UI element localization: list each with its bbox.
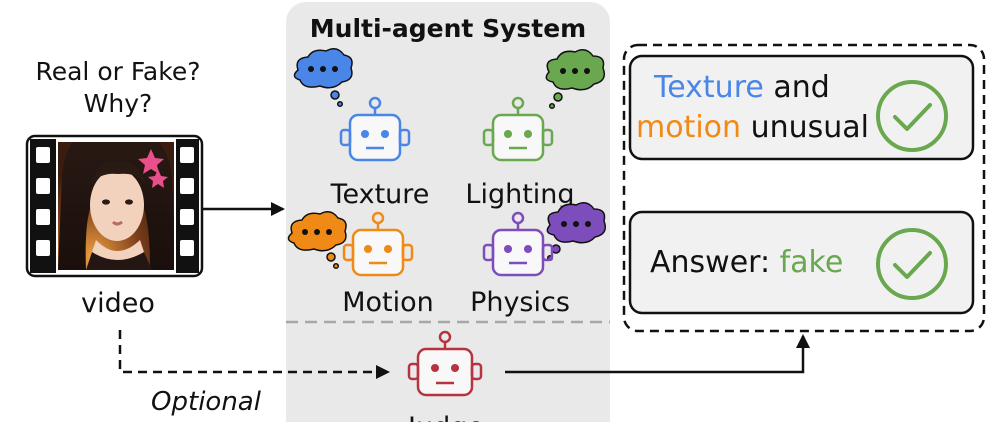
agent-lighting: Lighting <box>465 49 606 210</box>
question-line-1: Real or Fake? <box>35 57 200 86</box>
robot-icon <box>482 211 554 277</box>
agent-label-lighting: Lighting <box>465 179 574 210</box>
optional-path: Optional <box>118 330 390 417</box>
judge-to-results-arrow <box>505 334 810 374</box>
speech-dots <box>561 221 591 227</box>
question-line-2: Why? <box>84 89 153 118</box>
film-right-strip <box>176 139 199 273</box>
panel-background <box>286 2 610 422</box>
check-icon <box>876 80 948 152</box>
multi-agent-panel: Multi-agent System <box>286 2 610 422</box>
explanation-word-unusual: unusual <box>741 110 869 145</box>
speech-dots <box>302 229 332 235</box>
answer-text: Answer: fake <box>650 245 843 280</box>
agent-label-motion: Motion <box>342 287 434 318</box>
video-photo <box>58 142 174 270</box>
check-icon <box>876 228 948 300</box>
robot-icon <box>342 211 414 277</box>
explanation-line-1: Texture and <box>653 70 830 105</box>
answer-card: Answer: fake <box>628 210 975 315</box>
answer-value: fake <box>770 245 843 280</box>
video-label: video <box>81 288 155 319</box>
results-container: Texture and motion unusual Answer: fake <box>622 43 986 333</box>
agent-label-physics: Physics <box>470 287 570 318</box>
robot-icon <box>339 96 411 162</box>
explanation-word-motion: motion <box>636 110 741 145</box>
agent-label-texture: Texture <box>330 179 430 210</box>
agent-texture: Texture <box>293 48 430 210</box>
speech-dots <box>308 66 338 72</box>
film-sprocket-holes <box>36 147 194 256</box>
answer-prefix: Answer: <box>650 245 770 280</box>
agent-label-judge: Judge <box>406 412 484 422</box>
explanation-line-2: motion unusual <box>636 110 869 145</box>
agent-physics: Physics <box>470 202 607 318</box>
speech-dots <box>560 68 590 74</box>
explanation-word-and: and <box>764 70 830 105</box>
explanation-word-texture: Texture <box>653 70 764 105</box>
results-dashed-border <box>622 43 986 333</box>
robot-icon <box>482 96 554 162</box>
agent-motion: Motion <box>287 211 434 318</box>
video-thumbnail <box>25 134 204 278</box>
explanation-card: Texture and motion unusual <box>628 54 975 161</box>
robot-icon <box>407 330 483 397</box>
agent-judge: Judge <box>406 330 484 422</box>
panel-title: Multi-agent System <box>310 14 586 43</box>
question-text: Real or Fake? Why? <box>35 57 200 118</box>
optional-label: Optional <box>151 387 262 417</box>
explanation-card-box <box>628 54 975 161</box>
